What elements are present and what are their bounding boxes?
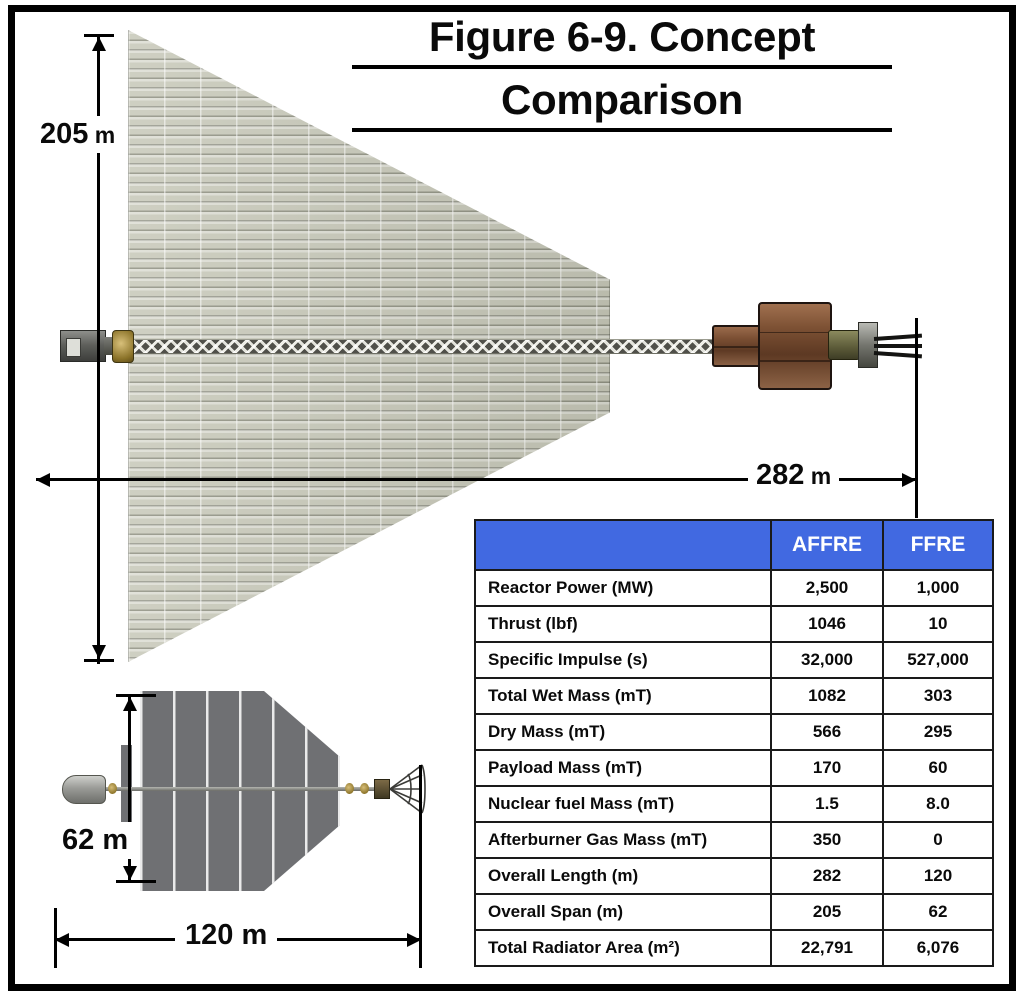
table-cell-parameter: Total Wet Mass (mT) [474, 677, 772, 715]
table-cell-affre: 1082 [770, 677, 884, 715]
table-header-affre: AFFRE [770, 519, 884, 571]
ffre-truss-boom [95, 787, 385, 791]
ffre-reactor-block [374, 779, 390, 799]
table-cell-parameter: Reactor Power (MW) [474, 569, 772, 607]
arrow-down-icon [91, 645, 106, 659]
table-cell-affre: 350 [770, 821, 884, 859]
arrow-up-icon [91, 37, 106, 51]
table-cell-affre: 32,000 [770, 641, 884, 679]
table-cell-parameter: Specific Impulse (s) [474, 641, 772, 679]
ffre-span-tick-top [116, 694, 156, 697]
affre-length-label: 282 m [748, 458, 840, 493]
ffre-span-tick-bottom [116, 880, 156, 883]
table-cell-ffre: 62 [882, 893, 994, 931]
table-header-ffre: FFRE [882, 519, 994, 571]
table-cell-affre: 282 [770, 857, 884, 895]
table-cell-ffre: 1,000 [882, 569, 994, 607]
table-cell-affre: 566 [770, 713, 884, 751]
affre-exhaust-nozzle [873, 333, 923, 358]
table-cell-parameter: Overall Span (m) [474, 893, 772, 931]
table-cell-ffre: 6,076 [882, 929, 994, 967]
table-cell-ffre: 120 [882, 857, 994, 895]
affre-propellant-tank-large [758, 302, 832, 390]
table-cell-ffre: 10 [882, 605, 994, 643]
table-cell-affre: 2,500 [770, 569, 884, 607]
arrow-left-icon [36, 472, 50, 487]
ffre-joint-forward [108, 783, 117, 794]
figure-title-line1: Figure 6-9. Concept [352, 10, 892, 69]
arrow-down-icon [122, 866, 137, 880]
affre-truss-boom [118, 339, 718, 354]
figure-title-line2: Comparison [352, 73, 892, 132]
ffre-length-extension-right [419, 765, 422, 968]
table-cell-affre: 1.5 [770, 785, 884, 823]
table-cell-affre: 205 [770, 893, 884, 931]
table-cell-affre: 22,791 [770, 929, 884, 967]
table-header-row: AFFRE FFRE [474, 519, 994, 571]
affre-reactor-block [828, 330, 860, 360]
table-cell-parameter: Nuclear fuel Mass (mT) [474, 785, 772, 823]
figure-border [8, 5, 1016, 991]
figure-title: Figure 6-9. Concept Comparison [352, 10, 892, 132]
table-cell-parameter: Thrust (lbf) [474, 605, 772, 643]
table-cell-parameter: Afterburner Gas Mass (mT) [474, 821, 772, 859]
table-cell-parameter: Overall Length (m) [474, 857, 772, 895]
affre-span-label: 205 m [36, 116, 120, 153]
table-cell-ffre: 295 [882, 713, 994, 751]
length-extension-line [915, 318, 918, 518]
table-cell-affre: 170 [770, 749, 884, 787]
ffre-payload-capsule [62, 775, 106, 804]
arrow-left-icon [55, 932, 69, 947]
affre-length-value: 282 [756, 459, 805, 491]
table-cell-ffre: 0 [882, 821, 994, 859]
ffre-joint-aft-1 [345, 783, 354, 794]
table-cell-parameter: Payload Mass (mT) [474, 749, 772, 787]
table-cell-parameter: Total Radiator Area (m²) [474, 929, 772, 967]
affre-length-unit: m [804, 463, 832, 489]
ffre-length-label: 120 m [175, 918, 278, 953]
ffre-joint-aft-2 [360, 783, 369, 794]
table-cell-ffre: 527,000 [882, 641, 994, 679]
affre-span-unit: m [88, 122, 116, 148]
ffre-magnetic-nozzle [388, 762, 428, 817]
affre-forward-joint [112, 330, 134, 363]
table-cell-ffre: 303 [882, 677, 994, 715]
ffre-forward-fin [121, 745, 132, 837]
length-dimension-line [36, 478, 916, 481]
table-header-blank [474, 519, 772, 571]
table-cell-parameter: Dry Mass (mT) [474, 713, 772, 751]
span-tick-top [84, 34, 114, 37]
ffre-span-label: 62 m [57, 822, 134, 859]
table-cell-ffre: 60 [882, 749, 994, 787]
arrow-right-icon [902, 472, 916, 487]
table-cell-affre: 1046 [770, 605, 884, 643]
table-cell-ffre: 8.0 [882, 785, 994, 823]
affre-span-value: 205 [40, 118, 89, 150]
span-dimension-line [97, 36, 100, 664]
ffre-span-dimension-line [128, 697, 131, 883]
arrow-right-icon [407, 932, 421, 947]
arrow-up-icon [122, 697, 137, 711]
